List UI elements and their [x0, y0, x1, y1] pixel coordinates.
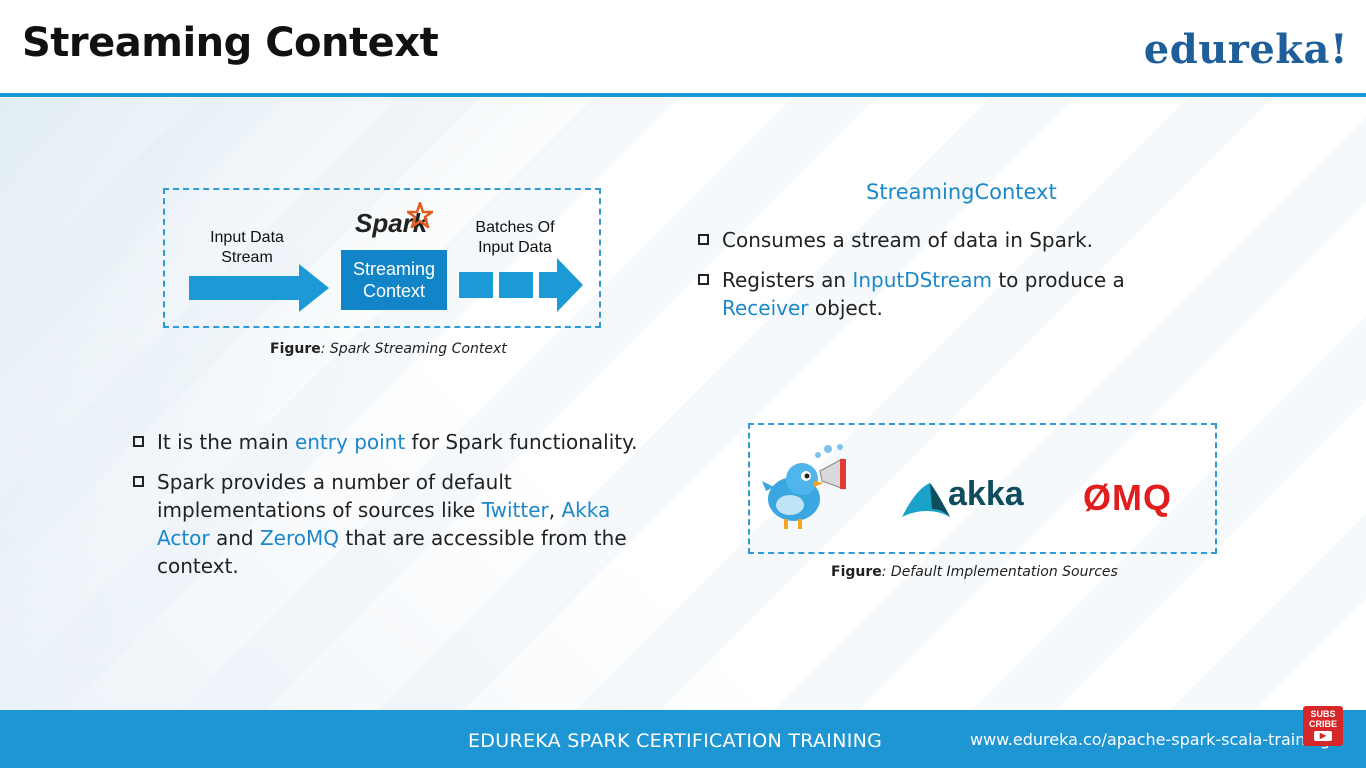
bullet-text: object.: [808, 296, 883, 320]
implementation-sources-figure: akka ØMQ: [748, 423, 1217, 554]
footer-title: EDUREKA SPARK CERTIFICATION TRAINING: [468, 730, 883, 752]
bullet-text: Consumes a stream of data in Spark.: [722, 228, 1094, 252]
input-stream-arrow-icon: [189, 264, 329, 312]
figure1-caption-bold: Figure: [270, 341, 321, 357]
subscribe-line2: CRIBE: [1308, 719, 1337, 729]
zeromq-logo: ØMQ: [1083, 477, 1172, 518]
batches-line1: Batches Of: [475, 219, 555, 236]
left-bullet-list: It is the main entry point for Spark fun…: [131, 428, 691, 592]
checkbox-bullet-icon: [698, 274, 709, 285]
page-title: Streaming Context: [22, 20, 439, 66]
checkbox-bullet-icon: [698, 234, 709, 245]
header-divider: [0, 93, 1366, 97]
footer-bar: EDUREKA SPARK CERTIFICATION TRAINING www…: [0, 710, 1366, 768]
background-decoration: [0, 98, 1366, 710]
akka-actor-highlight: Akka Actor: [157, 498, 611, 550]
checkbox-bullet-icon: [133, 436, 144, 447]
entry-point-highlight: entry point: [294, 430, 406, 454]
input-label-line2: Stream: [221, 249, 273, 266]
figure2-caption-text: : Default Implementation Sources: [881, 564, 1118, 580]
subscribe-line1: SUBS: [1310, 709, 1336, 719]
streaming-context-box: Streaming Context: [341, 250, 447, 310]
input-label-line1: Input Data: [210, 229, 284, 246]
input-data-label: Input Data Stream: [193, 228, 301, 268]
bullet-text: Spark provides a number of default imple…: [157, 470, 512, 522]
spark-star-icon: [407, 202, 433, 228]
twitter-highlight: Twitter: [481, 498, 549, 522]
figure1-caption-text: : Spark Streaming Context: [320, 341, 507, 357]
footer-url-link[interactable]: www.edureka.co/apache-spark-scala-traini…: [970, 730, 1331, 749]
batches-label: Batches Of Input Data: [463, 218, 567, 258]
checkbox-bullet-icon: [133, 476, 144, 487]
akka-logo: akka: [948, 475, 1024, 513]
bullet-item: It is the main entry point for Spark fun…: [131, 428, 691, 456]
twitter-bird-icon: [762, 444, 846, 529]
bullet-item: Consumes a stream of data in Spark.: [696, 226, 1176, 254]
subscribe-button[interactable]: SUBS CRIBE ▶: [1303, 706, 1343, 746]
inputdstream-highlight: InputDStream: [852, 268, 992, 292]
akka-logo-icon: [902, 483, 950, 517]
figure1-caption: Figure: Spark Streaming Context: [270, 341, 507, 357]
box-line1: Streaming: [352, 259, 436, 279]
bullet-text: Registers an: [722, 268, 853, 292]
streaming-context-heading: StreamingContext: [866, 180, 1057, 204]
bullet-text: for Spark functionality.: [405, 430, 638, 454]
bullet-text: and: [209, 526, 260, 550]
figure2-caption: Figure: Default Implementation Sources: [831, 564, 1118, 580]
batches-arrow-icon: [459, 258, 583, 312]
right-bullet-list: Consumes a stream of data in Spark. Regi…: [696, 226, 1176, 334]
box-line2: Context: [362, 281, 426, 301]
bullet-text: ,: [548, 498, 562, 522]
play-icon: ▶: [1314, 731, 1332, 741]
edureka-logo: edureka!: [1143, 26, 1348, 73]
figure2-caption-bold: Figure: [831, 564, 882, 580]
spark-streaming-figure: Input Data Stream Spark Streaming Contex…: [163, 188, 601, 328]
zeromq-highlight: ZeroMQ: [259, 526, 340, 550]
bullet-item: Spark provides a number of default imple…: [131, 468, 667, 580]
bullet-text: to produce a: [991, 268, 1125, 292]
bullet-text: It is the main: [157, 430, 295, 454]
bullet-item: Registers an InputDStream to produce a Re…: [696, 266, 1176, 322]
receiver-highlight: Receiver: [722, 296, 809, 320]
bullet-text: that are accessible from the context.: [157, 526, 627, 578]
batches-line2: Input Data: [478, 239, 552, 256]
